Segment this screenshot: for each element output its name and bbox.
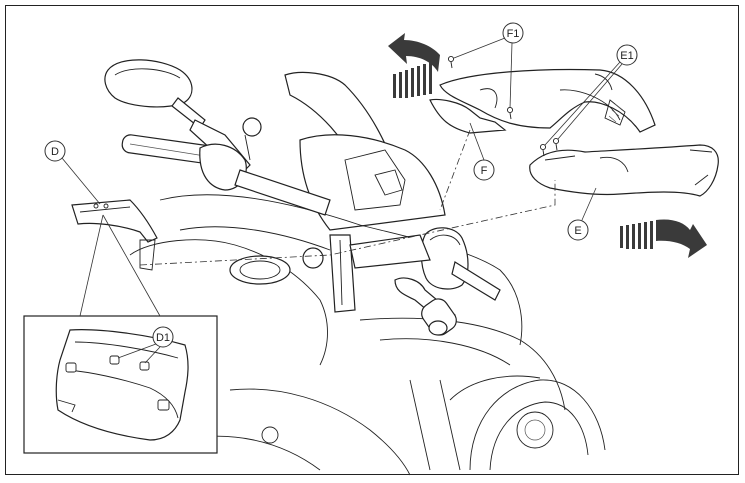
left-mirror-and-handlebar: [104, 59, 331, 216]
callout-e: E: [567, 187, 597, 241]
cover-part-d: [71, 199, 158, 271]
callout-f1: F1: [453, 22, 524, 109]
callout-f-label: F: [481, 165, 488, 177]
callout-e1: E1: [544, 44, 638, 146]
remove-arrow-upper: [388, 33, 440, 98]
assembly-dashed-lines: [139, 129, 556, 266]
callout-e-label: E: [574, 225, 581, 237]
callout-d: D: [44, 140, 101, 205]
right-mirror-and-handlebar: [349, 227, 501, 336]
callout-e1-label: E1: [620, 50, 633, 62]
callout-f1-label: F1: [507, 28, 520, 40]
fairing-panel-e: [529, 144, 719, 197]
callout-d1: D1: [117, 326, 174, 364]
callout-d-label: D: [51, 146, 59, 158]
callout-f: F: [469, 122, 495, 181]
callout-d1-label: D1: [156, 332, 170, 344]
motorcycle-front-outline: [129, 71, 606, 476]
remove-arrow-lower: [620, 219, 707, 258]
detail-inset: [23, 214, 218, 454]
screws-e1: [539, 137, 560, 157]
fairing-panel-f: [429, 68, 656, 134]
